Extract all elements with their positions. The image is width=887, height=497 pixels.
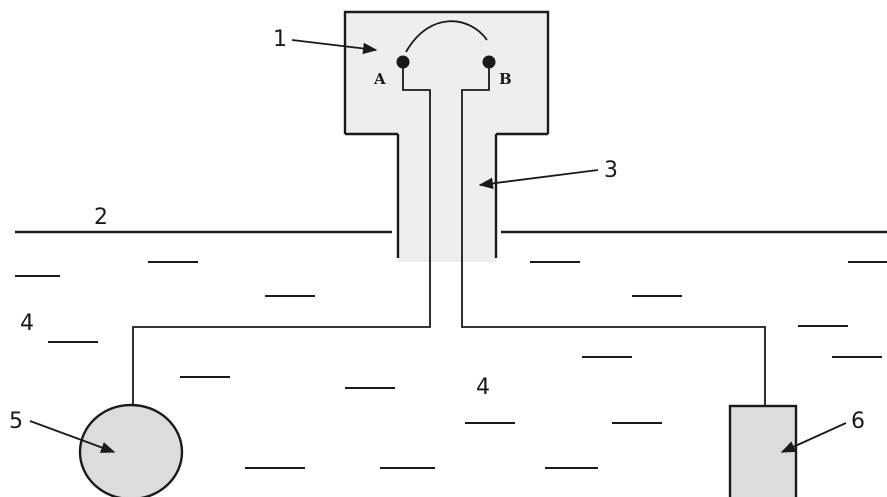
sphere-part-5 <box>78 403 184 497</box>
label-5: 5 <box>9 409 23 434</box>
label-3: 3 <box>604 158 618 183</box>
point-a-label: A <box>373 70 386 88</box>
point-a-dot <box>396 55 410 69</box>
housing-outline <box>343 10 550 134</box>
housing-fill <box>345 12 548 134</box>
label-4-left: 4 <box>20 311 34 336</box>
leader-3 <box>478 169 599 190</box>
liquid-dashes <box>15 261 887 469</box>
label-6: 6 <box>851 409 865 434</box>
leader-5 <box>29 420 116 453</box>
leader-1 <box>291 39 378 55</box>
label-2: 2 <box>94 205 108 230</box>
label-1: 1 <box>273 27 287 52</box>
point-b-label: B <box>499 70 512 88</box>
block-part-6 <box>728 404 798 497</box>
wire-left <box>132 62 431 407</box>
stem-fill <box>398 134 496 262</box>
leader-6 <box>780 422 847 453</box>
contact-arc <box>405 20 488 53</box>
label-4-center: 4 <box>476 375 490 400</box>
point-b-dot <box>482 55 496 69</box>
wire-right <box>461 62 766 406</box>
